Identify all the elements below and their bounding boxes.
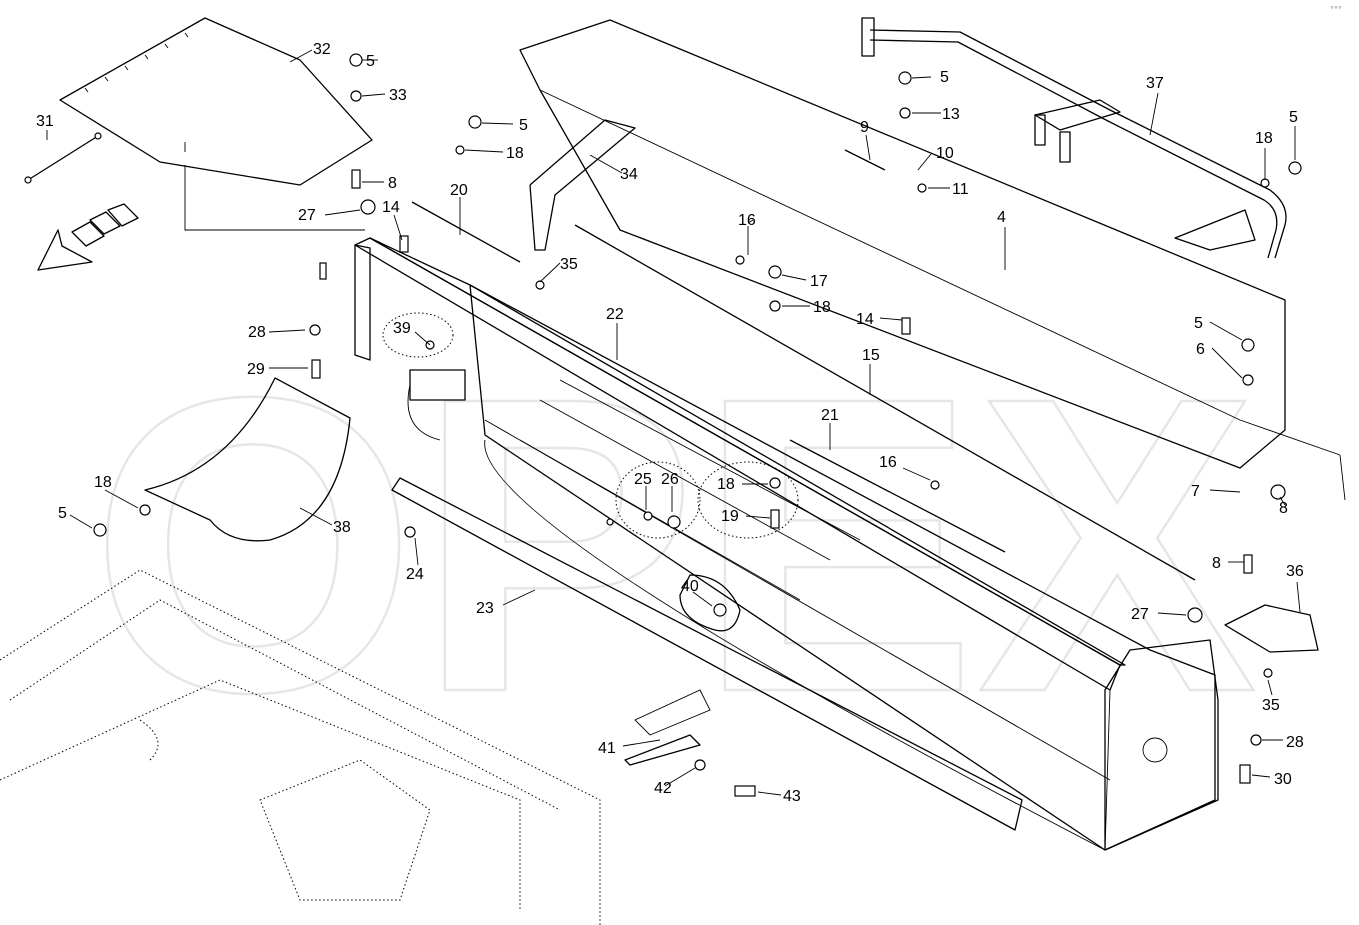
corner-mark: °°°: [1330, 5, 1342, 14]
part-36-end-cover: [1224, 604, 1319, 653]
rods-and-bars: [411, 149, 1196, 581]
main-housing-body: [354, 237, 1219, 851]
callout-5: 5: [1289, 109, 1298, 126]
callout-20: 20: [450, 182, 468, 199]
direction-arrow-icon: [37, 203, 139, 271]
callout-39: 39: [393, 320, 411, 337]
callout-27: 27: [1131, 606, 1149, 623]
callout-10: 10: [936, 145, 954, 162]
leader-lines: [46, 49, 1301, 796]
callout-25: 25: [634, 471, 652, 488]
callout-30: 30: [1274, 771, 1292, 788]
callout-38: 38: [333, 519, 351, 536]
callout-5: 5: [366, 53, 375, 70]
callout-11: 11: [952, 181, 969, 198]
callout-28: 28: [248, 324, 266, 341]
hardware: [93, 53, 1302, 797]
callout-16: 16: [879, 454, 897, 471]
callout-40: 40: [681, 578, 699, 595]
callout-5: 5: [1194, 315, 1203, 332]
callout-23: 23: [476, 600, 494, 617]
part-41-plate: [624, 689, 711, 766]
callout-37: 37: [1146, 75, 1164, 92]
callout-4: 4: [997, 209, 1006, 226]
callout-27: 27: [298, 207, 316, 224]
callout-5: 5: [940, 69, 949, 86]
callout-19: 19: [721, 508, 739, 525]
callout-15: 15: [862, 347, 880, 364]
part-34-bracket: [529, 119, 636, 251]
callout-21: 21: [821, 407, 839, 424]
callout-36: 36: [1286, 563, 1304, 580]
callout-34: 34: [620, 166, 638, 183]
callout-35: 35: [1262, 697, 1280, 714]
callout-32: 32: [313, 41, 331, 58]
callout-18: 18: [94, 474, 112, 491]
callout-5: 5: [58, 505, 67, 522]
watermark: OPEX: [89, 310, 1261, 782]
watermark-text: OPEX: [90, 311, 1259, 780]
callout-labels: 4 5 5 5 5 5 5 6 7 8 8 8 9 10 11 13 14 14…: [36, 41, 1304, 805]
callout-29: 29: [247, 361, 265, 378]
part-4-top-cover: [519, 19, 1346, 501]
callout-5: 5: [519, 117, 528, 134]
callout-24: 24: [406, 566, 424, 583]
callout-16: 16: [738, 212, 756, 229]
callout-9: 9: [860, 119, 869, 136]
callout-17: 17: [810, 273, 828, 290]
detail-circles: [382, 312, 799, 539]
callout-7: 7: [1191, 483, 1200, 500]
callout-22: 22: [606, 306, 624, 323]
callout-14: 14: [382, 199, 400, 216]
callout-8: 8: [388, 175, 397, 192]
callout-43: 43: [783, 788, 801, 805]
callout-13: 13: [942, 106, 960, 123]
part-37-handle-bar: [861, 17, 1287, 259]
part-23-lower-rail: [391, 477, 1023, 831]
part-32-cover-sheet: [59, 17, 373, 231]
callout-18: 18: [717, 476, 735, 493]
part-38-side-shield: [144, 377, 351, 542]
callout-41: 41: [598, 740, 616, 757]
callout-28: 28: [1286, 734, 1304, 751]
callout-35: 35: [560, 256, 578, 273]
callout-26: 26: [661, 471, 679, 488]
callout-33: 33: [389, 87, 407, 104]
callout-31: 31: [36, 113, 54, 130]
callout-18: 18: [813, 299, 831, 316]
callout-8: 8: [1212, 555, 1221, 572]
part-31-gas-strut: [24, 132, 102, 184]
callout-18: 18: [506, 145, 524, 162]
callout-42: 42: [654, 780, 672, 797]
background-machine: [0, 569, 601, 925]
callout-8: 8: [1279, 500, 1288, 517]
callout-18: 18: [1255, 130, 1273, 147]
callout-6: 6: [1196, 341, 1205, 358]
callout-14: 14: [856, 311, 874, 328]
part-40-plate: [679, 574, 741, 632]
